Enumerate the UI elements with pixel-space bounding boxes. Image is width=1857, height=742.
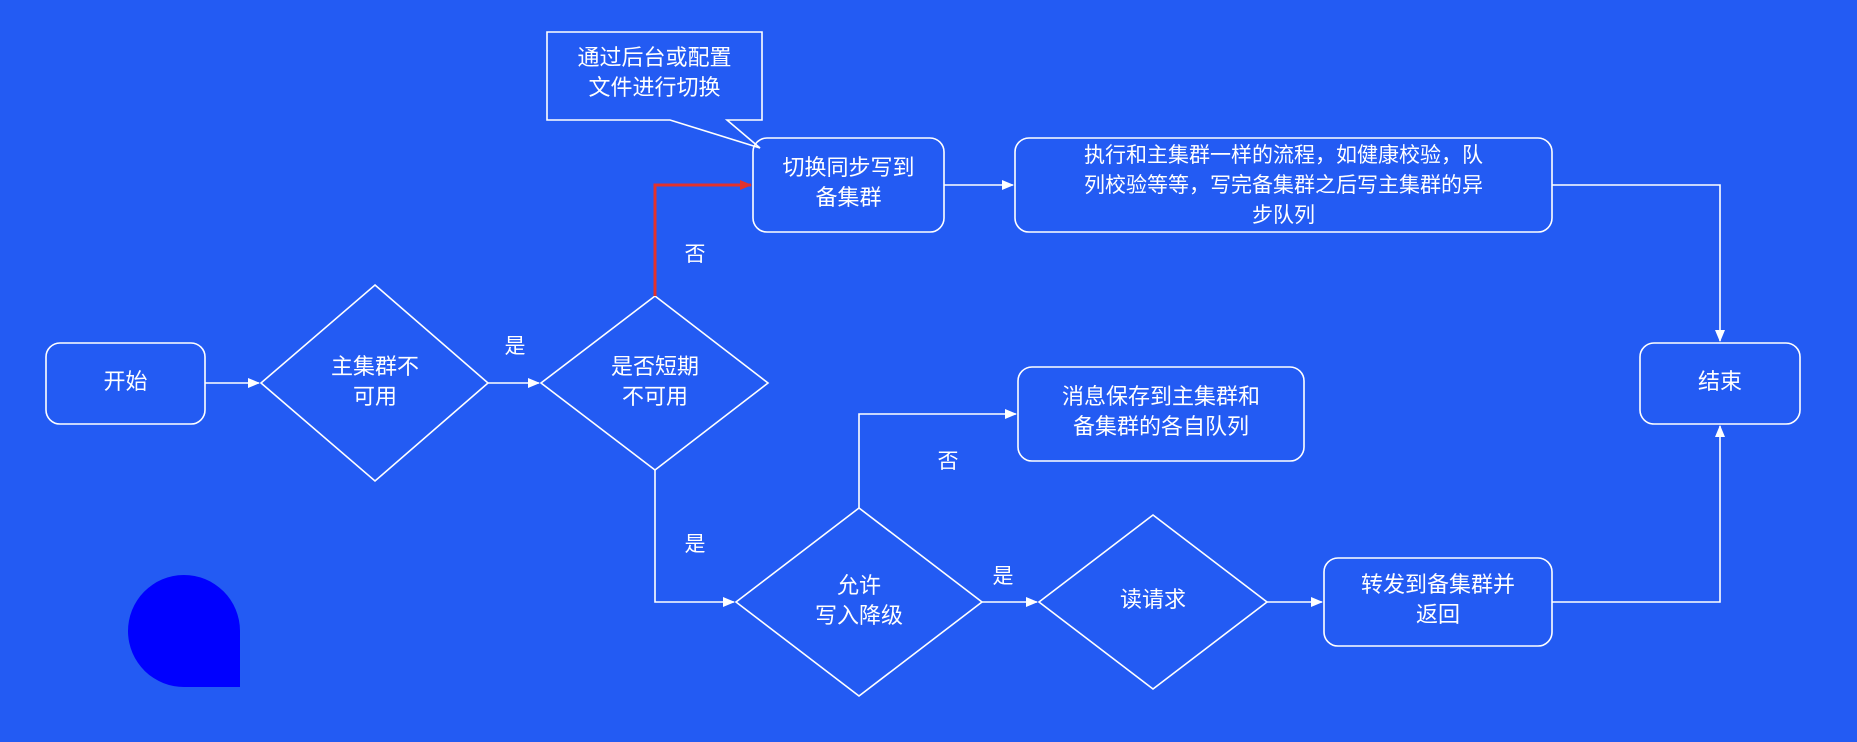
execute-flow-label: 执行和主集群一样的流程，如健康校验，队 列校验等等，写完备集群之后写主集群的异 … [1015,140,1552,230]
save-queues-node[interactable] [1017,366,1305,462]
edge-short-to-degrade [654,470,735,607]
edge-label-yes-3: 是 [992,564,1014,588]
edge-label-no-2: 否 [937,449,959,473]
short-term-label: 是否短期 不可用 [580,353,730,413]
execute-flow-line-1: 执行和主集群一样的流程，如健康校验，队 [1084,143,1483,167]
save-queues-line-1: 消息保存到主集群和 [1061,385,1260,410]
switch-sync-line-2: 备集群 [815,186,882,211]
execute-flow-line-3: 步队列 [1252,203,1315,227]
edge-label-yes-2: 是 [684,532,706,556]
forward-label: 转发到备集群并 返回 [1324,571,1552,631]
end-node[interactable] [1639,342,1801,425]
short-term-line-1: 是否短期 [610,355,699,380]
edge-label-no-1: 否 [684,242,706,266]
callout-line-2: 文件进行切换 [588,76,721,101]
edge-degrade-to-save [858,409,1017,508]
forward-line-1: 转发到备集群并 [1360,573,1515,598]
edge-execute-to-end [1552,184,1725,342]
main-unavailable-line-1: 主集群不 [330,355,419,380]
main-unavailable-line-2: 可用 [352,385,397,410]
switch-sync-label: 切换同步写到 备集群 [753,154,944,214]
edge-label-yes-1: 是 [504,334,526,358]
edge-short-to-switch [653,180,752,296]
edge-forward-to-end [1552,425,1725,603]
callout-line-1: 通过后台或配置 [577,46,732,71]
forward-line-2: 返回 [1415,603,1460,628]
main-unavailable-label: 主集群不 可用 [300,353,450,413]
end-label: 结束 [1697,370,1742,395]
switch-sync-line-1: 切换同步写到 [782,156,915,181]
read-request-label: 读请求 [1119,588,1186,613]
read-request-decision[interactable] [1037,513,1269,691]
callout-text: 通过后台或配置 文件进行切换 [547,44,762,104]
logo-icon [128,575,240,688]
allow-degrade-decision[interactable] [734,506,984,698]
save-queues-line-2: 备集群的各自队列 [1072,415,1249,440]
callout-box [546,31,763,149]
allow-degrade-line-2: 写入降级 [814,604,903,629]
main-unavailable-decision[interactable] [259,283,490,483]
allow-degrade-line-1: 允许 [836,574,881,599]
allow-degrade-label: 允许 写入降级 [784,572,934,632]
save-queues-label: 消息保存到主集群和 备集群的各自队列 [1018,383,1304,443]
start-label: 开始 [103,370,148,395]
execute-flow-line-2: 列校验等等，写完备集群之后写主集群的异 [1084,173,1483,197]
short-term-line-2: 不可用 [621,385,688,410]
